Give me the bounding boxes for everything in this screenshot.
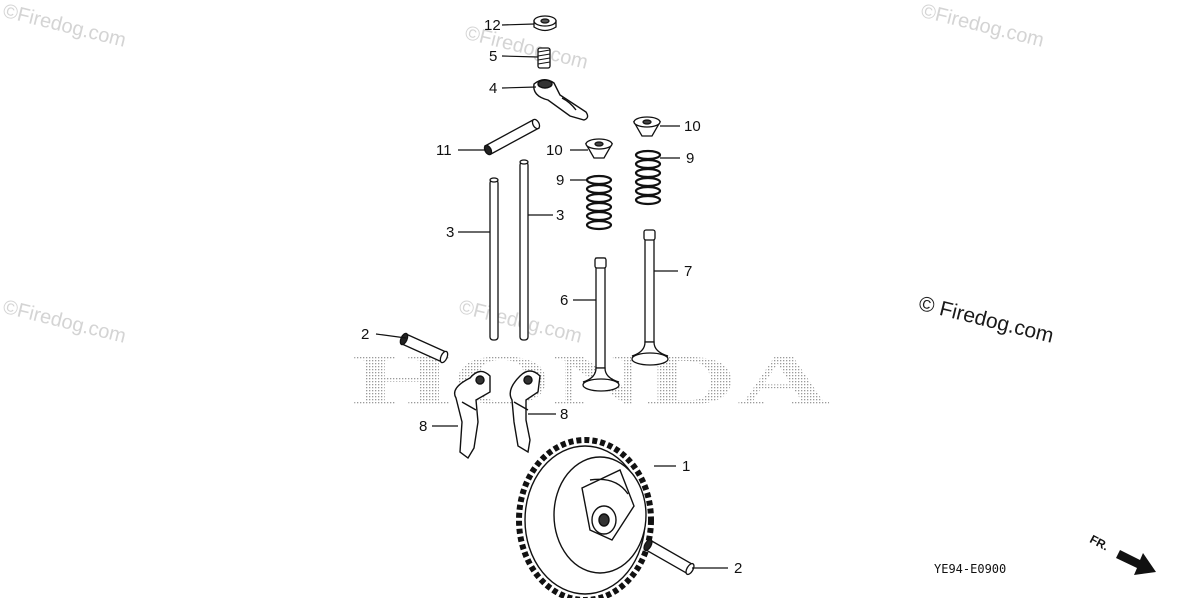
callout-6: 6 [560,292,569,309]
valve-spring-right [634,149,662,206]
callout-8-left: 8 [419,418,428,435]
push-rod-right [519,159,529,341]
callout-1: 1 [682,458,691,475]
callout-4: 4 [489,80,498,97]
front-direction-arrow [1116,550,1156,575]
callout-10-left: 10 [546,142,563,159]
callout-12: 12 [484,17,501,34]
push-rod-left [489,177,499,341]
callout-2-upper: 2 [361,326,370,343]
callout-3-left: 3 [446,224,455,241]
valve-spring-left [585,174,613,231]
retainer-right [632,116,662,137]
callout-9-right: 9 [686,150,695,167]
leader-lines [375,23,728,569]
adjusting-screw [537,47,551,69]
rocker-shaft [483,118,541,156]
callout-5: 5 [489,48,498,65]
callout-7: 7 [684,263,693,280]
intake-valve [582,257,620,392]
callout-8-right: 8 [560,406,569,423]
callout-9-left: 9 [556,172,565,189]
diagram-code: YE94-E0900 [934,562,1007,576]
callout-11: 11 [436,142,452,159]
cam-gear [516,437,654,598]
exhaust-valve [631,229,669,366]
pin-upper [399,332,449,364]
rocker-arm [533,79,589,121]
lock-nut [533,15,557,32]
callout-2-lower: 2 [734,560,743,577]
retainer-left [584,138,614,159]
pin-lower [643,538,695,576]
cam-follower-right [509,370,541,454]
cam-follower-left [453,370,491,460]
callout-10-right: 10 [684,118,701,135]
callout-3-right: 3 [556,207,565,224]
